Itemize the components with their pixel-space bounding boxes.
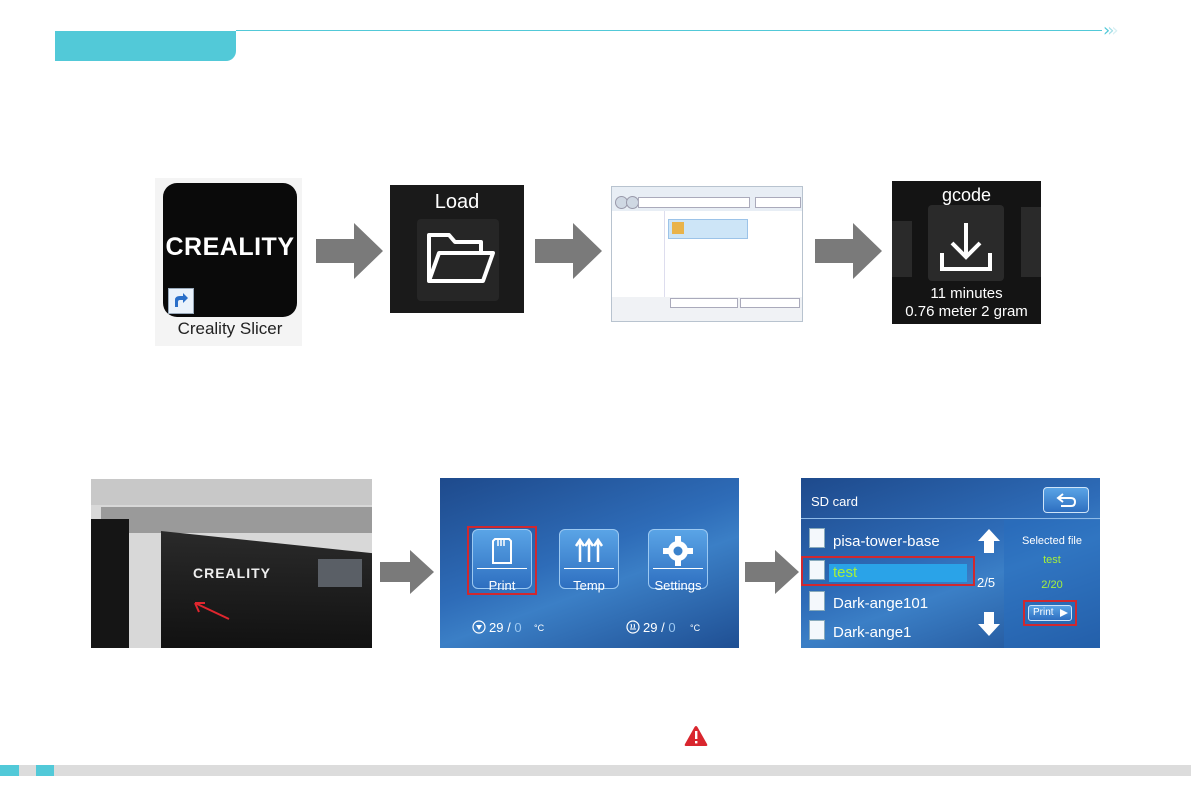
package-icon <box>672 222 684 234</box>
settings-label: Settings <box>648 578 708 593</box>
load-panel[interactable]: Load <box>390 185 524 313</box>
footer-accent-right <box>36 765 54 776</box>
scroll-down-arrow-icon[interactable] <box>977 611 1001 637</box>
red-pointer-arrow-icon <box>189 597 237 625</box>
file-row-3[interactable]: Dark-ange101 <box>833 595 928 612</box>
temp-label: Temp <box>559 578 619 593</box>
scroll-up-arrow-icon[interactable] <box>977 528 1001 554</box>
download-icon <box>938 219 994 275</box>
file-open-dialog <box>611 186 803 322</box>
arrow-right-icon <box>316 223 383 279</box>
chevrons-icon: ››› <box>1103 20 1116 41</box>
header-line <box>236 30 1102 31</box>
printer-control-box <box>161 531 372 648</box>
printer-frame <box>101 507 372 533</box>
printer-lcd <box>318 559 362 587</box>
gcode-panel[interactable]: gcode 11 minutes 0.76 meter 2 gram <box>892 181 1041 324</box>
sd-card-screen: SD card pisa-tower-base test Dark-ange10… <box>801 478 1100 648</box>
bed-icon <box>626 620 640 634</box>
warning-icon <box>684 725 708 747</box>
gcode-stats: 0.76 meter 2 gram <box>892 303 1041 320</box>
selected-file-index: 2/20 <box>1004 579 1100 591</box>
next-tile <box>1021 207 1041 277</box>
arrow-right-icon <box>380 550 434 594</box>
printer-side <box>91 519 129 648</box>
arrow-right-icon <box>535 223 602 279</box>
main-menu-screen: Print Temp Settings 29 / 0 °C 29 / 0 °C <box>440 478 739 648</box>
file-row-1[interactable]: pisa-tower-base <box>833 533 940 550</box>
file-icon <box>809 591 825 611</box>
print-highlight-box <box>1023 600 1077 626</box>
arrow-right-icon <box>815 223 882 279</box>
folder-open-icon <box>425 229 497 289</box>
file-row-4[interactable]: Dark-ange1 <box>833 624 911 641</box>
gcode-time: 11 minutes <box>892 285 1041 302</box>
address-bar[interactable] <box>638 197 750 208</box>
bed-temp-readout: 29 / 0 <box>643 620 676 635</box>
filename-field[interactable] <box>670 298 738 308</box>
heat-arrows-icon <box>572 536 606 566</box>
printer-photo: CREALITY <box>91 479 372 648</box>
page-indicator: 2/5 <box>977 575 995 590</box>
gcode-title: gcode <box>892 185 1041 206</box>
shortcut-arrow-icon <box>168 288 194 314</box>
footer-accent-left <box>0 765 19 776</box>
footer-bar <box>0 765 1191 776</box>
test-highlight-box <box>801 556 975 586</box>
machine-brand: CREALITY <box>193 565 271 581</box>
section-tab <box>55 31 236 61</box>
sd-title: SD card <box>811 494 858 509</box>
print-highlight-box <box>467 526 537 595</box>
return-arrow-icon <box>1055 492 1077 508</box>
file-icon <box>809 620 825 640</box>
arrow-right-icon <box>745 550 799 594</box>
nozzle-temp-readout: 29 / 0 <box>489 620 522 635</box>
nav-pane <box>612 211 665 297</box>
filetype-select[interactable] <box>740 298 800 308</box>
nozzle-icon <box>472 620 486 634</box>
bed-unit: °C <box>690 623 700 633</box>
selected-file-label: Selected file <box>1004 535 1100 547</box>
file-item[interactable] <box>668 219 748 239</box>
back-button[interactable] <box>1043 487 1089 513</box>
app-brand-text: CREALITY <box>165 233 295 262</box>
gear-icon <box>662 535 694 567</box>
file-icon <box>809 528 825 548</box>
search-input[interactable] <box>755 197 801 208</box>
app-caption: Creality Slicer <box>163 319 297 339</box>
prev-tile <box>892 221 912 277</box>
printer-bed <box>91 479 372 505</box>
nozzle-unit: °C <box>534 623 544 633</box>
load-title: Load <box>390 191 524 214</box>
selected-file-name: test <box>1004 554 1100 566</box>
